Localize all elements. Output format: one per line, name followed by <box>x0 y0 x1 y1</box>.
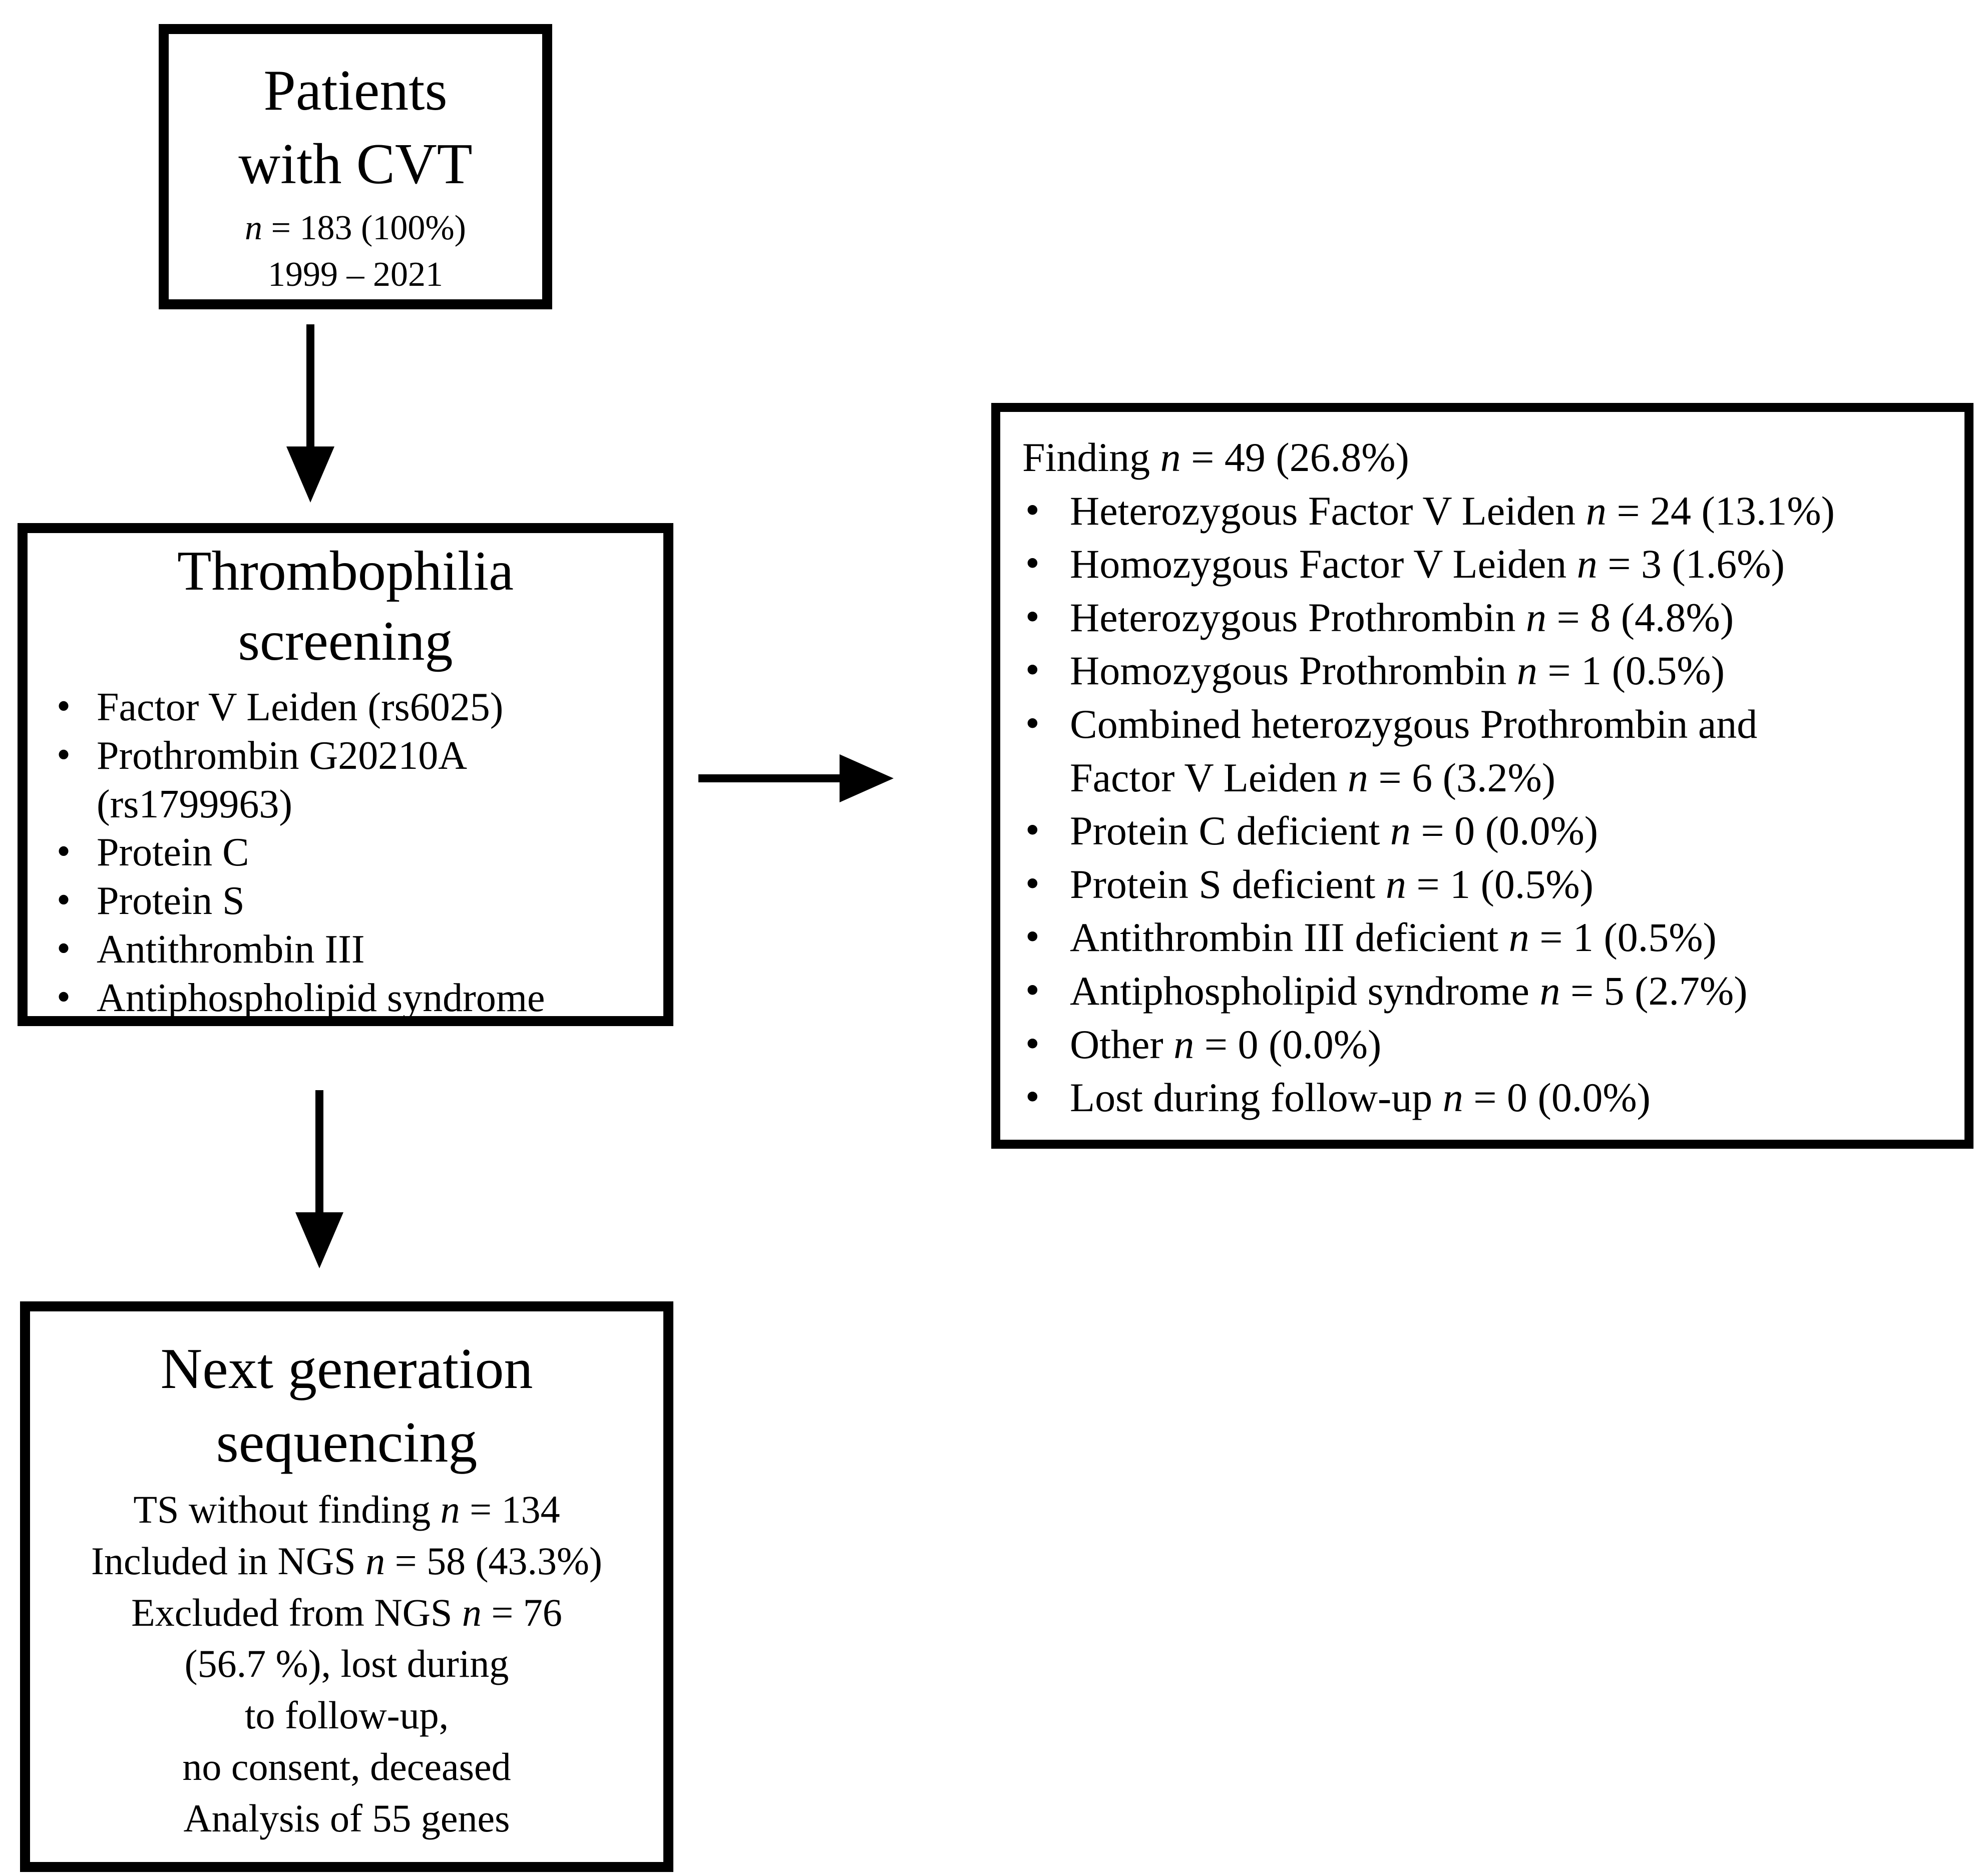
patients-box-title: Patients with CVT <box>169 54 542 202</box>
list-item: Antiphospholipid syndrome <box>43 973 648 1023</box>
list-item: Antithrombin III <box>43 924 648 974</box>
finding-results-list: Heterozygous Factor V Leiden n = 24 (13.… <box>1022 484 1944 1125</box>
ngs-box-title: Next generation sequencing <box>30 1332 663 1480</box>
text-line: Patients <box>263 59 448 123</box>
text-line: no consent, deceased <box>182 1745 511 1789</box>
text-line: Other n = 0 (0.0%) <box>1070 1021 1382 1067</box>
text-line: Antiphospholipid syndrome <box>97 976 545 1020</box>
text-line: Protein S <box>97 879 245 923</box>
text-line: Analysis of 55 genes <box>183 1796 510 1840</box>
text-line: n = 183 (100%) <box>245 208 466 247</box>
text-line: with CVT <box>238 132 473 197</box>
text-line: screening <box>238 610 453 672</box>
list-item: Homozygous Prothrombin n = 1 (0.5%) <box>1022 643 1944 698</box>
patients-box-body: n = 183 (100%) 1999 – 2021 <box>169 205 542 298</box>
text-line: to follow-up, <box>244 1693 449 1737</box>
text-line: Factor V Leiden n = 6 (3.2%) <box>1070 754 1556 800</box>
text-line: Protein C deficient n = 0 (0.0%) <box>1070 808 1599 854</box>
text-line: Antiphospholipid syndrome n = 5 (2.7%) <box>1070 968 1748 1014</box>
list-item: Protein S deficient n = 1 (0.5%) <box>1022 857 1944 911</box>
patients-cvt-box: Patients with CVT n = 183 (100%) 1999 – 20… <box>159 24 552 309</box>
arrow-right-screening-to-finding-icon <box>698 748 896 808</box>
text-line: (rs1799963) <box>97 782 293 826</box>
list-item: Lost during follow-up n = 0 (0.0%) <box>1022 1070 1944 1125</box>
text-line: (56.7 %), lost during <box>184 1642 509 1686</box>
list-item: Combined heterozygous Prothrombin andFac… <box>1022 697 1944 804</box>
list-item: Other n = 0 (0.0%) <box>1022 1017 1944 1072</box>
text-line: Thrombophilia <box>177 540 514 602</box>
finding-box-header: Finding n = 49 (26.8%) <box>1022 434 1409 480</box>
list-item: Heterozygous Prothrombin n = 8 (4.8%) <box>1022 590 1944 645</box>
list-item: Prothrombin G20210A(rs1799963) <box>43 731 648 829</box>
list-item: Protein S <box>43 876 648 925</box>
text-line: Next generation <box>160 1337 533 1401</box>
text-line: Antithrombin III <box>97 927 365 972</box>
ngs-box: Next generation sequencing TS without fin… <box>20 1301 673 1872</box>
list-item: Protein C deficient n = 0 (0.0%) <box>1022 803 1944 858</box>
list-item: Heterozygous Factor V Leiden n = 24 (13.… <box>1022 484 1944 538</box>
text-line: sequencing <box>216 1411 478 1475</box>
list-item: Homozygous Factor V Leiden n = 3 (1.6%) <box>1022 537 1944 591</box>
text-line: 1999 – 2021 <box>268 255 443 294</box>
text-line: TS without finding n = 134 <box>133 1487 560 1531</box>
thrombophilia-screening-box: Thrombophilia screening Factor V Leiden (… <box>18 523 673 1026</box>
text-line: Included in NGS n = 58 (43.3%) <box>91 1539 603 1583</box>
list-item: Protein C <box>43 827 648 877</box>
text-line: Heterozygous Prothrombin n = 8 (4.8%) <box>1070 594 1734 640</box>
list-item: Antiphospholipid syndrome n = 5 (2.7%) <box>1022 964 1944 1018</box>
list-item: Factor V Leiden (rs6025) <box>43 682 648 732</box>
list-item: Antithrombin III deficient n = 1 (0.5%) <box>1022 910 1944 965</box>
text-line: Combined heterozygous Prothrombin and <box>1070 701 1758 747</box>
text-line: Homozygous Factor V Leiden n = 3 (1.6%) <box>1070 541 1785 587</box>
text-line: Excluded from NGS n = 76 <box>131 1590 562 1634</box>
text-line: Prothrombin G20210A <box>97 733 467 778</box>
finding-box: Finding n = 49 (26.8%) Heterozygous Fact… <box>991 403 1973 1149</box>
arrow-down-patients-to-screening-icon <box>280 324 340 505</box>
text-line: Homozygous Prothrombin n = 1 (0.5%) <box>1070 648 1725 694</box>
screening-criteria-list: Factor V Leiden (rs6025)Prothrombin G202… <box>43 682 648 1023</box>
text-line: Protein S deficient n = 1 (0.5%) <box>1070 861 1594 907</box>
text-line: Protein C <box>97 830 249 875</box>
text-line: Lost during follow-up n = 0 (0.0%) <box>1070 1075 1651 1121</box>
text-line: Heterozygous Factor V Leiden n = 24 (13.… <box>1070 488 1835 534</box>
arrow-down-screening-to-ngs-icon <box>289 1090 349 1270</box>
text-line: Antithrombin III deficient n = 1 (0.5%) <box>1070 914 1717 961</box>
text-line: Factor V Leiden (rs6025) <box>97 685 504 729</box>
screening-box-title: Thrombophilia screening <box>43 536 648 676</box>
